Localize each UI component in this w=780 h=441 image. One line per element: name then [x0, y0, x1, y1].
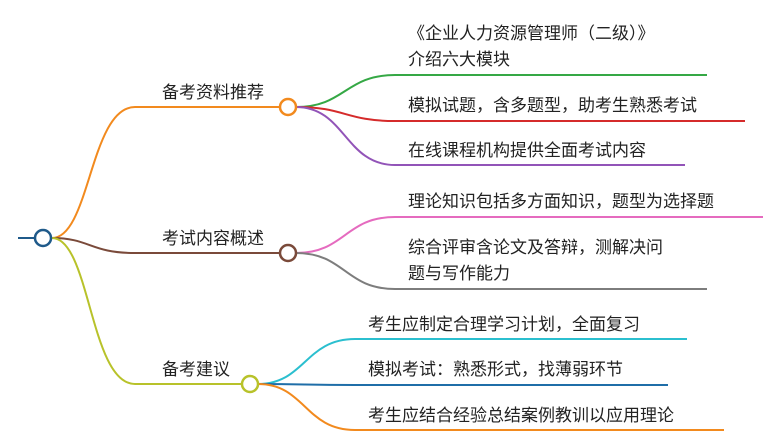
branch-1-node[interactable] [278, 97, 298, 117]
leaf-6-label: 考生应制定合理学习计划，全面复习 [368, 315, 640, 335]
leaf-5-label-line2: 题与写作能力 [408, 264, 510, 284]
leaf-8-label: 考生应结合经验总结案例教训以应用理论 [368, 406, 674, 426]
leaf-3-label: 在线课程机构提供全面考试内容 [408, 141, 646, 161]
leaf-4-label: 理论知识包括多方面知识，题型为选择题 [408, 192, 714, 212]
leaf-8-line [257, 383, 724, 431]
branch-3-label: 备考建议 [162, 360, 230, 380]
leaf-3-line [295, 106, 685, 166]
leaf-1-line [295, 74, 707, 108]
leaf-2-line [295, 106, 745, 122]
branch-1-label: 备考资料推荐 [162, 83, 264, 103]
root-to-branch-1-line [51, 106, 288, 239]
branch-2-label: 考试内容概述 [162, 229, 264, 249]
branch-2-node[interactable] [278, 243, 298, 263]
branch-3-node[interactable] [240, 374, 260, 394]
root-node[interactable] [33, 228, 53, 248]
leaf-4-line [295, 216, 763, 254]
leaf-7-line [257, 383, 668, 386]
root-to-branch-3-line [51, 237, 250, 385]
leaf-5-line [295, 252, 707, 290]
leaf-1-label-line2: 介绍六大模块 [408, 50, 510, 70]
leaf-5-label-line1: 综合评审含论文及答辩，测解决问 [408, 238, 663, 258]
leaf-6-line [257, 338, 687, 385]
leaf-7-label: 模拟考试：熟悉形式，找薄弱环节 [368, 360, 623, 380]
leaf-1-label-line1: 《企业人力资源管理师（二级）》 [408, 24, 655, 44]
root-to-branch-2-line [51, 237, 288, 254]
leaf-2-label: 模拟试题，含多题型，助考生熟悉考试 [408, 96, 697, 116]
